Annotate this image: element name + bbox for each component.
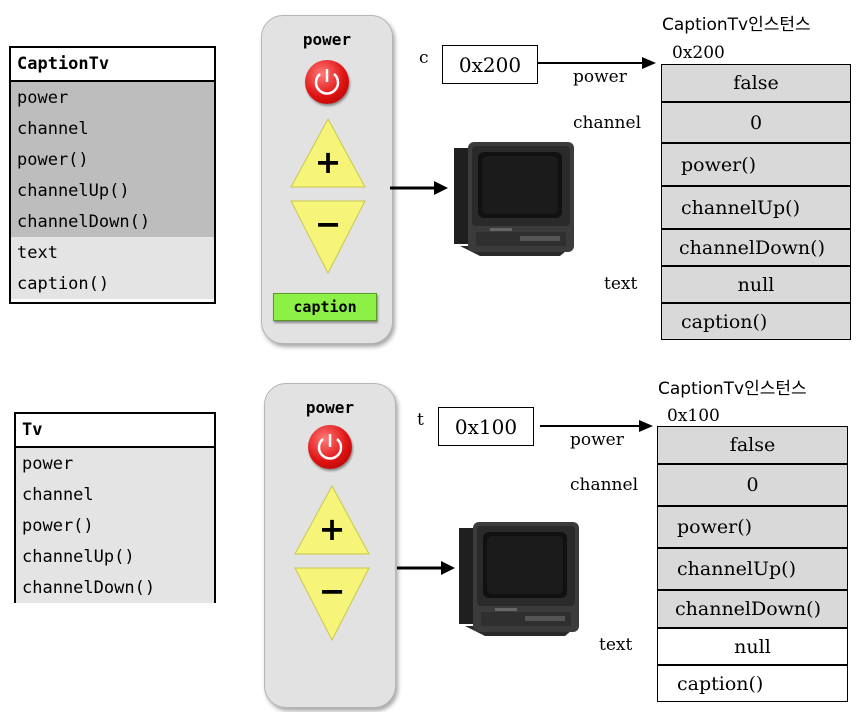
instance-cell: caption() (657, 665, 848, 702)
class-member: channelDown() (11, 206, 214, 237)
tv-icon (459, 522, 579, 636)
class-member: channelUp() (11, 175, 214, 206)
tv-icon (454, 142, 574, 256)
instance-cell: channelDown() (657, 590, 848, 628)
instance-cell: channelDown() (661, 229, 851, 266)
field-label-power: power (570, 430, 624, 450)
instance-cell: power() (657, 506, 848, 548)
power-icon (314, 69, 340, 95)
class-member: caption() (11, 268, 214, 299)
instance-cell: power() (661, 143, 851, 186)
channel-up-button[interactable] (289, 117, 367, 189)
class-member: power (11, 82, 214, 113)
class-member: power (16, 448, 214, 479)
class-member: text (11, 237, 214, 268)
minus-icon: − (318, 572, 346, 610)
caption-button[interactable]: caption (273, 293, 377, 321)
field-label-text: text (604, 274, 638, 294)
reference-address-box: 0x200 (442, 45, 538, 84)
arrow-right-icon (397, 561, 455, 575)
power-icon (317, 434, 343, 460)
instance-cell: 0 (657, 464, 848, 506)
instance-cell: 0 (661, 102, 851, 143)
remote-control: power + − (264, 383, 396, 708)
instance-cell: channelUp() (661, 186, 851, 229)
field-label-channel: channel (573, 113, 641, 133)
instance-cell: null (657, 628, 848, 665)
class-member: channel (11, 113, 214, 144)
instance-address: 0x100 (667, 406, 720, 426)
power-label: power (305, 398, 355, 417)
reference-var-label: t (417, 410, 424, 430)
power-button[interactable] (308, 425, 352, 469)
instance-cell: channelUp() (657, 548, 848, 590)
instance-cell: false (661, 64, 851, 102)
remote-control: power + − caption (261, 15, 393, 344)
instance-cell: null (661, 266, 851, 303)
arrow-right-icon (540, 420, 653, 432)
channel-down-button[interactable] (289, 199, 367, 275)
arrow-right-icon (390, 181, 448, 195)
class-name: CaptionTv (11, 48, 214, 82)
arrow-right-icon (538, 57, 656, 69)
tv-class-box: Tv power channel power() channelUp() cha… (14, 412, 216, 603)
class-member: power() (11, 144, 214, 175)
class-member: channel (16, 479, 214, 510)
plus-icon: + (314, 143, 342, 181)
reference-address-box: 0x100 (438, 407, 534, 446)
instance-title: CaptionTv인스턴스 (662, 15, 811, 35)
class-name: Tv (16, 414, 214, 448)
power-button[interactable] (305, 60, 349, 104)
field-label-text: text (599, 635, 633, 655)
reference-var-label: c (419, 48, 429, 68)
channel-up-button[interactable] (293, 484, 371, 556)
caption-tv-class-box: CaptionTv power channel power() channelU… (9, 46, 216, 304)
field-label-power: power (573, 67, 627, 87)
instance-cell: caption() (661, 303, 851, 340)
plus-icon: + (318, 510, 346, 548)
class-member: channelDown() (16, 572, 214, 603)
instance-cell: false (657, 426, 848, 464)
instance-title: CaptionTv인스턴스 (658, 379, 807, 399)
channel-down-button[interactable] (293, 566, 371, 642)
instance-address: 0x200 (672, 43, 725, 63)
minus-icon: − (314, 205, 342, 243)
power-label: power (302, 30, 352, 49)
class-member: channelUp() (16, 541, 214, 572)
class-member: power() (16, 510, 214, 541)
field-label-channel: channel (570, 475, 638, 495)
